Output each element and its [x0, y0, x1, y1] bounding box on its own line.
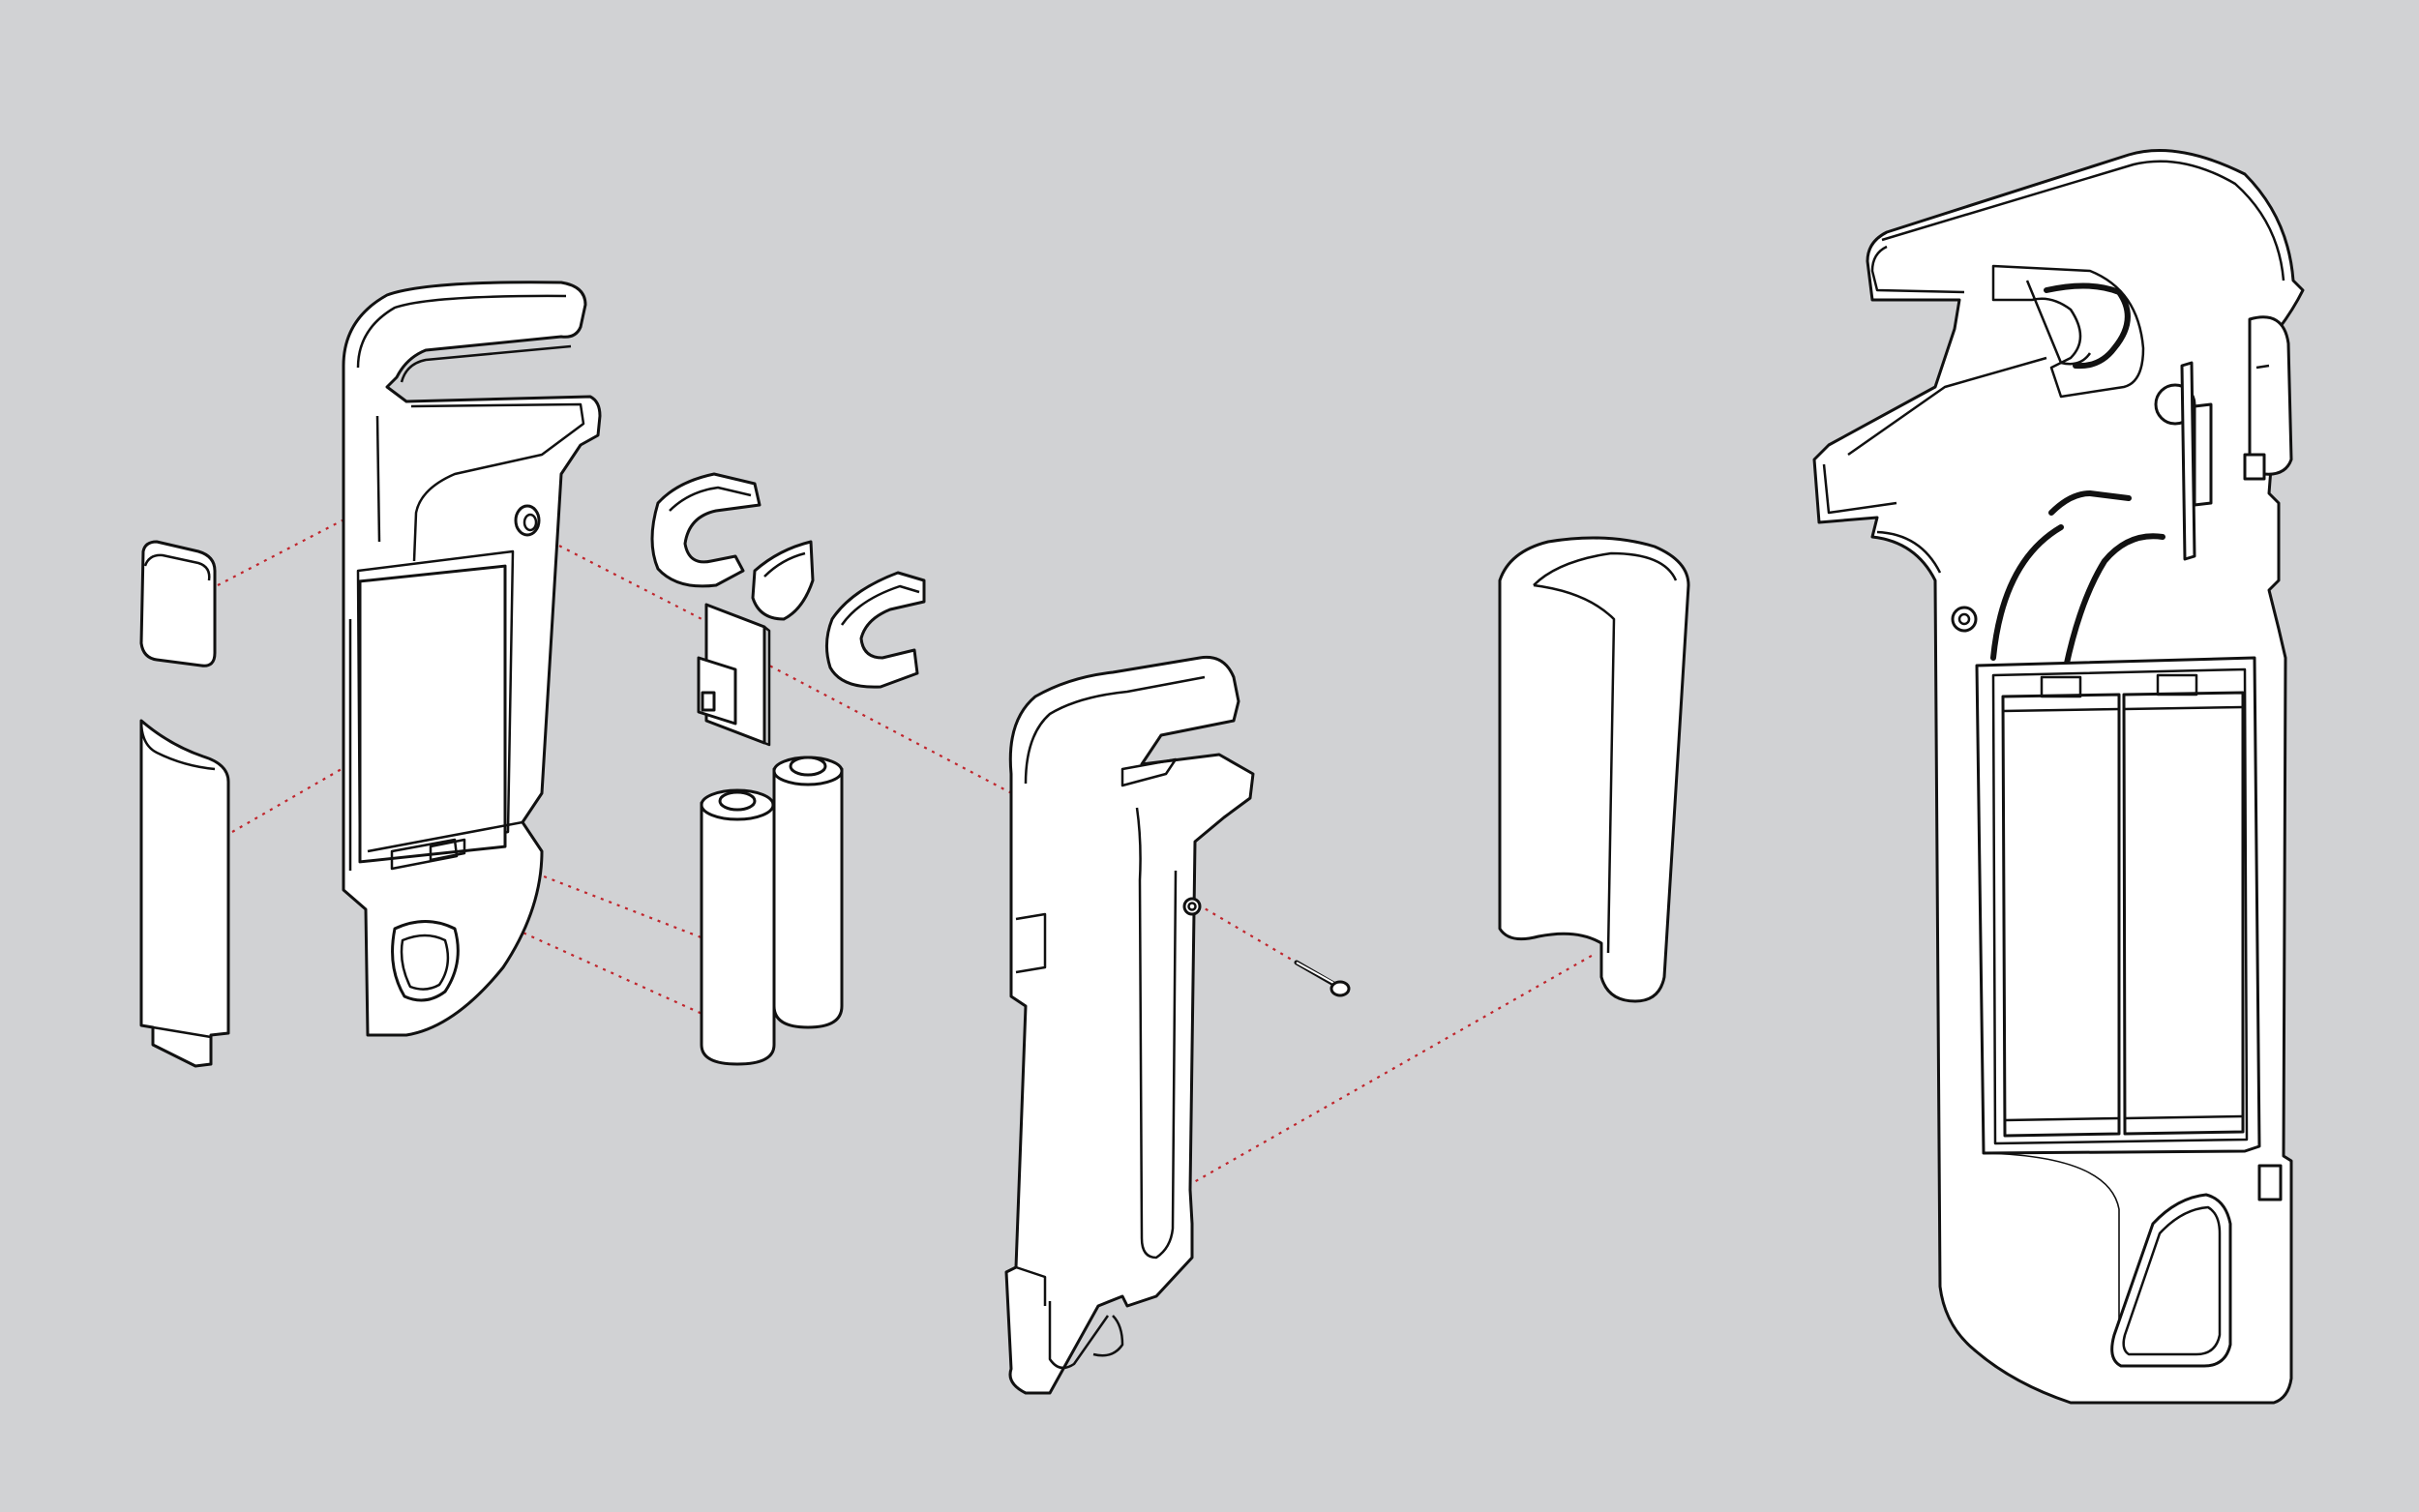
rear-housing — [342, 281, 602, 1037]
button-cap — [139, 540, 217, 667]
grip-cover — [1498, 536, 1690, 1003]
guide-housing-to-switch — [551, 541, 712, 625]
front-housing — [1004, 655, 1255, 1395]
battery-aa-back — [772, 756, 844, 1029]
blade-guide-small — [751, 540, 815, 621]
battery-door — [139, 719, 230, 1068]
assembled-device-cutaway — [1812, 149, 2305, 1405]
switch-board — [697, 603, 771, 747]
guide-housing-to-battery-a — [478, 849, 717, 945]
inner-jaw-piece — [650, 472, 762, 588]
blade-guide-hook — [825, 571, 926, 689]
housing-screw — [1294, 960, 1351, 997]
guide-screw — [1197, 904, 1298, 964]
guide-front-to-grip — [1180, 952, 1598, 1191]
battery-aa-front — [700, 788, 776, 1066]
guide-switch-to-front-housing — [754, 657, 1022, 799]
